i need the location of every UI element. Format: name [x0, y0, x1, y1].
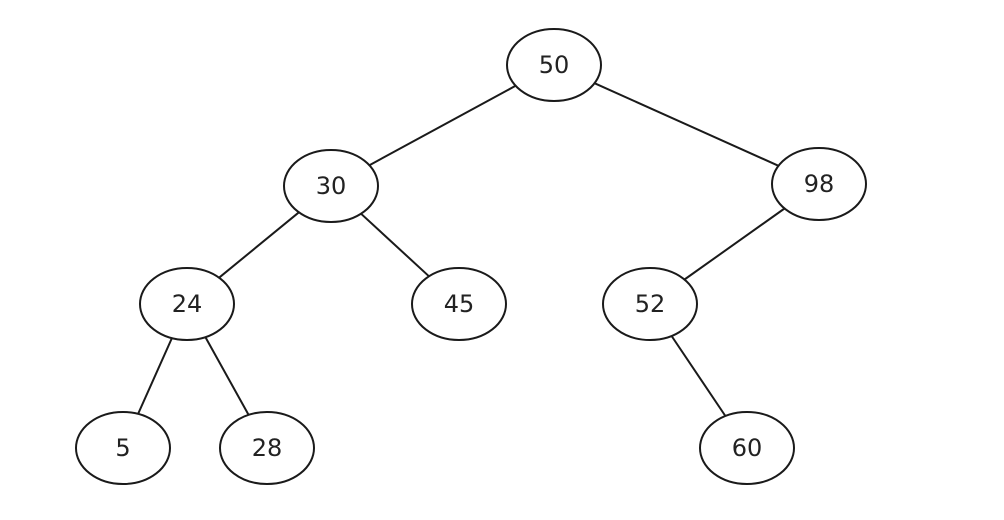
tree-node-ellipse — [771, 147, 867, 221]
tree-node: 24 — [139, 267, 235, 341]
tree-node-label: 60 — [732, 434, 763, 462]
tree-edge — [360, 212, 430, 278]
tree-node-label: 5 — [115, 434, 130, 462]
tree-node-label: 52 — [635, 290, 666, 318]
tree-node: 98 — [771, 147, 867, 221]
tree-node-ellipse — [75, 411, 171, 485]
tree-node-label: 30 — [316, 172, 347, 200]
tree-node-ellipse — [506, 28, 602, 102]
tree-node-ellipse — [411, 267, 507, 341]
tree-node: 50 — [506, 28, 602, 102]
tree-edges — [137, 82, 786, 417]
tree-edge — [683, 207, 786, 281]
tree-edge — [137, 337, 173, 415]
tree-node-label: 50 — [539, 51, 570, 79]
tree-node-label: 45 — [444, 290, 475, 318]
tree-node-label: 28 — [252, 434, 283, 462]
tree-edge — [204, 336, 250, 416]
tree-node: 30 — [283, 149, 379, 223]
tree-node-ellipse — [219, 411, 315, 485]
tree-node-label: 98 — [804, 170, 835, 198]
tree-node: 5 — [75, 411, 171, 485]
tree-node: 45 — [411, 267, 507, 341]
tree-node: 60 — [699, 411, 795, 485]
tree-edge — [218, 211, 300, 279]
tree-node-label: 24 — [172, 290, 203, 318]
tree-edge — [368, 84, 517, 167]
tree-node: 28 — [219, 411, 315, 485]
tree-node: 52 — [602, 267, 698, 341]
tree-node-ellipse — [139, 267, 235, 341]
tree-node-ellipse — [283, 149, 379, 223]
tree-node-ellipse — [699, 411, 795, 485]
tree-node-ellipse — [602, 267, 698, 341]
tree-edge — [593, 82, 780, 167]
tree-nodes: 50 30 98 24 45 52 5 28 60 — [75, 28, 867, 485]
tree-edge — [670, 335, 727, 417]
